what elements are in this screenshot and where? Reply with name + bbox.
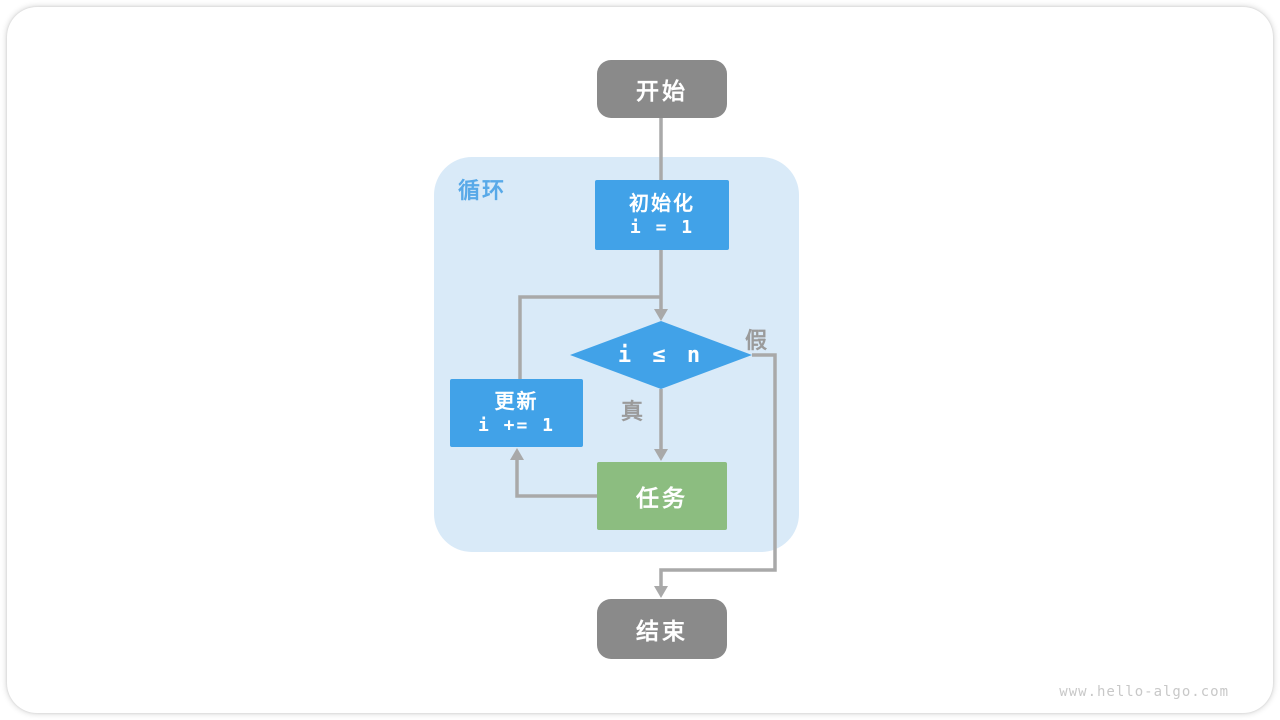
node-condition-label: i ≤ n [617,342,705,368]
node-init-title: 初始化 [629,191,695,216]
node-init: 初始化 i = 1 [595,180,729,250]
node-end: 结束 [597,599,727,659]
edge-label-false: 假 [745,329,768,354]
node-task-label: 任务 [636,486,688,512]
node-condition: i ≤ n [570,321,752,389]
condition-diamond-shape [570,321,752,389]
node-end-label: 结束 [636,619,688,645]
diagram-card: 循环 开始 初始化 i = 1 i ≤ n 更新 i += 1 任务 结束 真 [7,7,1273,713]
loop-label: 循环 [458,179,507,204]
node-update-code: i += 1 [477,415,556,437]
node-start: 开始 [597,60,727,118]
node-start-label: 开始 [636,79,688,105]
node-init-code: i = 1 [629,217,695,239]
node-update: 更新 i += 1 [450,379,583,447]
node-update-title: 更新 [494,389,539,414]
edge-label-true: 真 [621,400,644,425]
arrowhead-end-top [654,586,668,598]
node-task: 任务 [597,462,727,530]
watermark: www.hello-algo.com [1059,684,1229,700]
